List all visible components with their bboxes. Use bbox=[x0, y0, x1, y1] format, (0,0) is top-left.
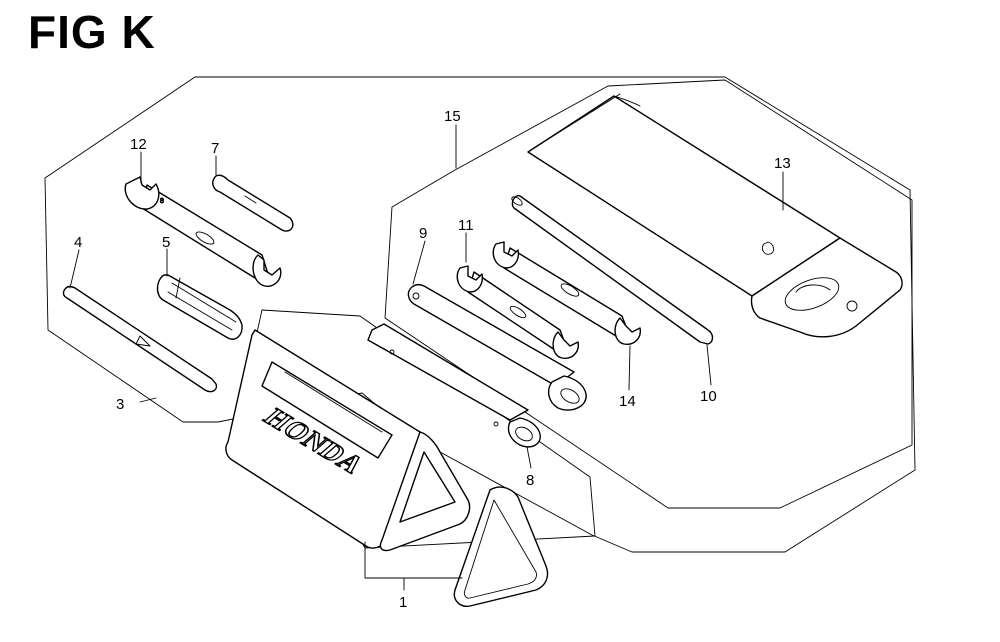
screwdriver-5[interactable] bbox=[156, 274, 243, 340]
tool-case-1[interactable]: HONDA bbox=[225, 329, 471, 552]
open-end-wrench-11[interactable] bbox=[456, 265, 579, 359]
callout-13: 13 bbox=[774, 155, 791, 172]
box-spanner-8[interactable] bbox=[367, 323, 541, 448]
callout-7: 7 bbox=[211, 140, 219, 157]
callout-1: 1 bbox=[399, 594, 407, 611]
callout-5: 5 bbox=[162, 234, 170, 251]
leader-lines bbox=[69, 124, 784, 591]
callout-9: 9 bbox=[419, 225, 427, 242]
tool-roll-kit-outline bbox=[384, 79, 913, 509]
svg-text:8: 8 bbox=[160, 198, 164, 205]
handle-bar-10[interactable] bbox=[510, 195, 714, 345]
open-end-wrench-12[interactable]: 8 bbox=[124, 176, 282, 287]
open-end-wrench-14[interactable] bbox=[492, 241, 641, 345]
tool-case-cap[interactable] bbox=[453, 486, 549, 607]
callout-14: 14 bbox=[619, 393, 636, 410]
callout-4: 4 bbox=[74, 234, 82, 251]
callout-15: 15 bbox=[444, 108, 461, 125]
callout-numbers: 12 7 5 4 3 15 13 9 11 14 10 8 1 bbox=[74, 108, 791, 611]
pin-spanner-7[interactable] bbox=[212, 174, 294, 232]
figure-title: FIG K bbox=[28, 6, 156, 58]
callout-8: 8 bbox=[526, 472, 534, 489]
box-wrench-9[interactable] bbox=[407, 283, 587, 411]
callout-12: 12 bbox=[130, 136, 147, 153]
callout-3: 3 bbox=[116, 396, 124, 413]
tool-roll-bag-13[interactable] bbox=[527, 93, 903, 338]
callout-11: 11 bbox=[458, 217, 474, 234]
callout-10: 10 bbox=[700, 388, 717, 405]
